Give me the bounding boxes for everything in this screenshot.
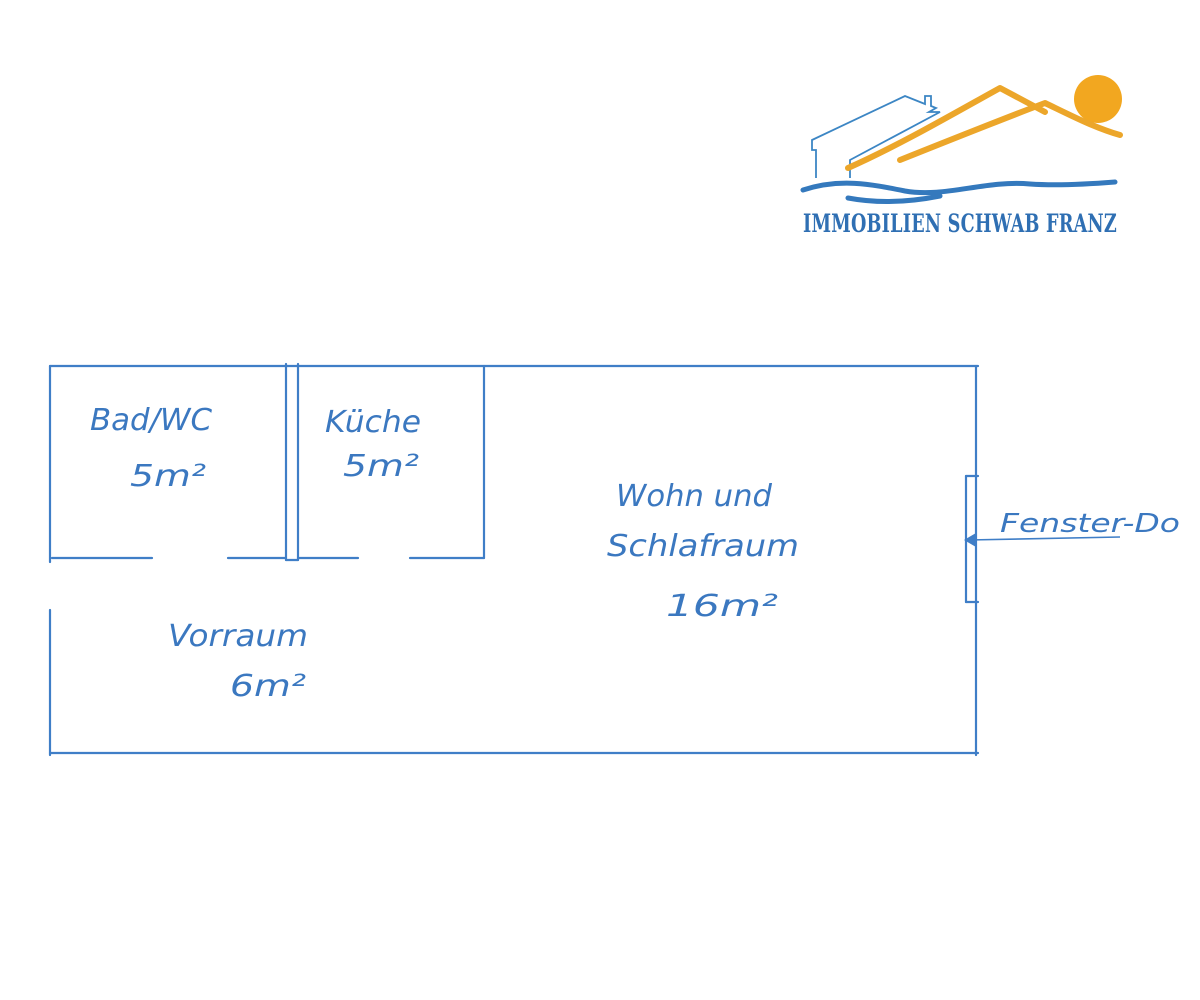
room-name: Vorraum xyxy=(168,619,308,654)
window-pointer-arrow xyxy=(964,533,1121,547)
room-bathroom: Bad/WC 5m² xyxy=(90,403,212,494)
company-logo: IMMOBILIEN SCHWAB FRANZ xyxy=(800,75,1123,238)
room-area: 5m² xyxy=(130,459,206,494)
company-name: IMMOBILIEN SCHWAB FRANZ xyxy=(803,209,1117,238)
sun-icon xyxy=(1074,75,1122,123)
room-hallway: Vorraum 6m² xyxy=(168,619,308,704)
room-area: 6m² xyxy=(230,669,306,704)
house-icon xyxy=(811,95,941,178)
room-name: Küche xyxy=(325,405,421,440)
water-wave-icon xyxy=(800,179,1118,205)
room-name: Bad/WC xyxy=(90,403,212,438)
room-area: 5m² xyxy=(343,449,419,484)
room-kitchen: Küche 5m² xyxy=(325,405,421,484)
room-living-bedroom: Wohn und Schlafraum 16m² xyxy=(607,479,799,624)
window-label: Fenster-Do xyxy=(1000,509,1180,539)
room-name-line2: Schlafraum xyxy=(607,529,799,564)
floorplan-walls xyxy=(48,362,980,757)
room-name-line1: Wohn und xyxy=(616,479,773,514)
mountain-icon xyxy=(845,85,1123,171)
room-area: 16m² xyxy=(666,589,778,624)
